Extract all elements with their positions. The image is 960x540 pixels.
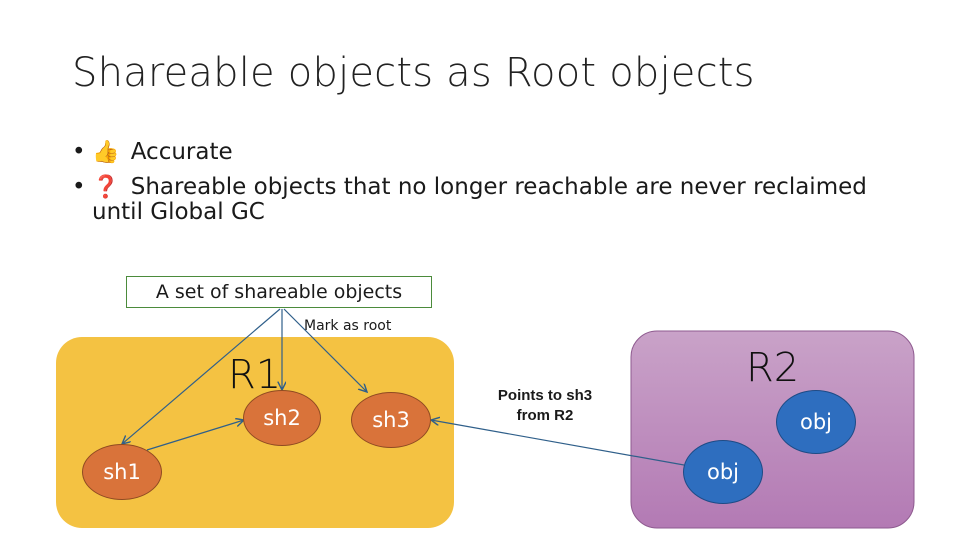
node-sh2: sh2 <box>243 390 321 446</box>
shareable-set-label: A set of shareable objects <box>126 276 432 308</box>
annotation-line-1: Points to sh3 <box>497 387 593 404</box>
arrow-sh1-to-sh2 <box>146 420 244 451</box>
node-sh1: sh1 <box>82 444 162 500</box>
region-r2-label: R2 <box>746 345 800 391</box>
bullet-text: Shareable objects that no longer reachab… <box>92 174 867 225</box>
node-obj-r2-upper: obj <box>776 390 856 454</box>
slide-title: Shareable objects as Root objects <box>72 50 755 96</box>
node-sh3: sh3 <box>351 392 431 448</box>
arrow-obj-to-sh3 <box>431 420 685 466</box>
bullet-item-accurate: • 👍 Accurate <box>72 140 892 165</box>
arrow-set-to-sh1 <box>122 308 281 444</box>
bullet-item-never-reclaimed: • ❓ Shareable objects that no longer rea… <box>72 175 892 224</box>
bullet-text: Accurate <box>130 139 233 165</box>
arrow-set-to-sh3 <box>283 308 367 392</box>
thumbs-up-icon: 👍 <box>92 140 120 165</box>
annotation-line-2: from R2 <box>516 407 574 424</box>
bullet-dot: • <box>72 174 86 200</box>
question-mark-icon: ❓ <box>92 175 120 200</box>
bullet-dot: • <box>72 139 86 165</box>
points-to-annotation: Points to sh3 from R2 <box>470 386 620 426</box>
bullet-list: • 👍 Accurate • ❓ Shareable objects that … <box>72 140 892 234</box>
mark-as-root-label: Mark as root <box>304 318 392 334</box>
node-obj-r2-lower: obj <box>683 440 763 504</box>
